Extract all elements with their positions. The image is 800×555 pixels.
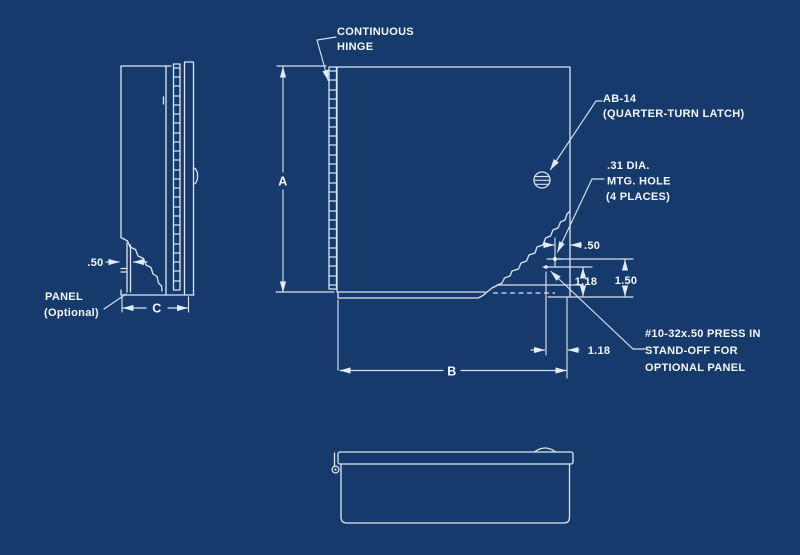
front-door-outline xyxy=(336,66,571,298)
dim-text-50-side: .50 xyxy=(87,257,103,269)
side-panel-plate xyxy=(120,242,132,293)
dim-C-extensions xyxy=(121,296,190,313)
bottom-view xyxy=(331,447,574,524)
latch-symbol xyxy=(533,171,551,189)
dim-text-50: .50 xyxy=(584,240,600,252)
side-break-line xyxy=(121,237,163,292)
label-mtg-hole-1: .31 DIA. xyxy=(607,160,650,172)
label-standoff-1: #10-32x.50 PRESS IN xyxy=(645,328,761,340)
label-panel-1: PANEL xyxy=(45,291,83,303)
front-hinge-rails xyxy=(328,66,338,290)
mtg-hole-center xyxy=(552,256,558,262)
label-standoff-2: STAND-OFF FOR xyxy=(645,345,738,357)
dim-text-118v: 1.18 xyxy=(575,276,598,288)
label-mtg-hole-2: MTG. HOLE xyxy=(607,176,671,188)
label-latch-1: AB-14 xyxy=(603,93,637,105)
label-continuous-hinge-2: HINGE xyxy=(337,41,373,53)
leader-standoff xyxy=(550,270,646,350)
leader-latch xyxy=(549,100,603,171)
front-bottom-flange xyxy=(337,291,488,299)
standoff-center xyxy=(544,265,548,269)
standoff-centerlines xyxy=(542,266,593,356)
dim-letter-C: C xyxy=(152,302,162,316)
front-hinge-rungs xyxy=(328,70,338,286)
front-break-line xyxy=(486,210,571,293)
label-mtg-hole-3: (4 PLACES) xyxy=(606,191,670,203)
dim-text-118h: 1.18 xyxy=(588,345,611,357)
annotations: CONTINUOUS HINGE AB-14 (QUARTER-TURN LAT… xyxy=(44,26,761,379)
side-latch-bump xyxy=(192,167,199,185)
dim-text-150: 1.50 xyxy=(615,275,638,287)
label-standoff-3: OPTIONAL PANEL xyxy=(645,362,745,374)
label-continuous-hinge-1: CONTINUOUS xyxy=(337,26,414,38)
side-hinge-rails xyxy=(172,63,181,291)
leader-continuous-hinge xyxy=(316,36,337,82)
dim-B-extensions xyxy=(337,296,568,379)
leader-mtg-hole xyxy=(556,178,605,253)
side-door xyxy=(183,61,195,296)
dim-150-extensions xyxy=(547,258,634,298)
side-view xyxy=(120,61,199,296)
label-latch-2: (QUARTER-TURN LATCH) xyxy=(603,108,744,120)
bottom-hinge-pin xyxy=(334,468,337,471)
side-hinge-rungs xyxy=(172,67,181,282)
leader-panel xyxy=(103,293,127,310)
dim-letter-B: B xyxy=(447,365,457,379)
leader-lines xyxy=(103,36,646,350)
mtg-hole-centerlines xyxy=(546,237,563,267)
label-panel-2: (Optional) xyxy=(44,307,99,319)
side-body-edges xyxy=(120,65,195,296)
bottom-latch-bump xyxy=(534,447,556,453)
bottom-body-outline xyxy=(340,463,571,524)
dimension-lines xyxy=(105,65,634,379)
bottom-hinge-barrel xyxy=(331,465,340,474)
front-view xyxy=(328,66,593,356)
dim-letter-A: A xyxy=(278,175,288,189)
bottom-cover-slab xyxy=(337,451,574,465)
